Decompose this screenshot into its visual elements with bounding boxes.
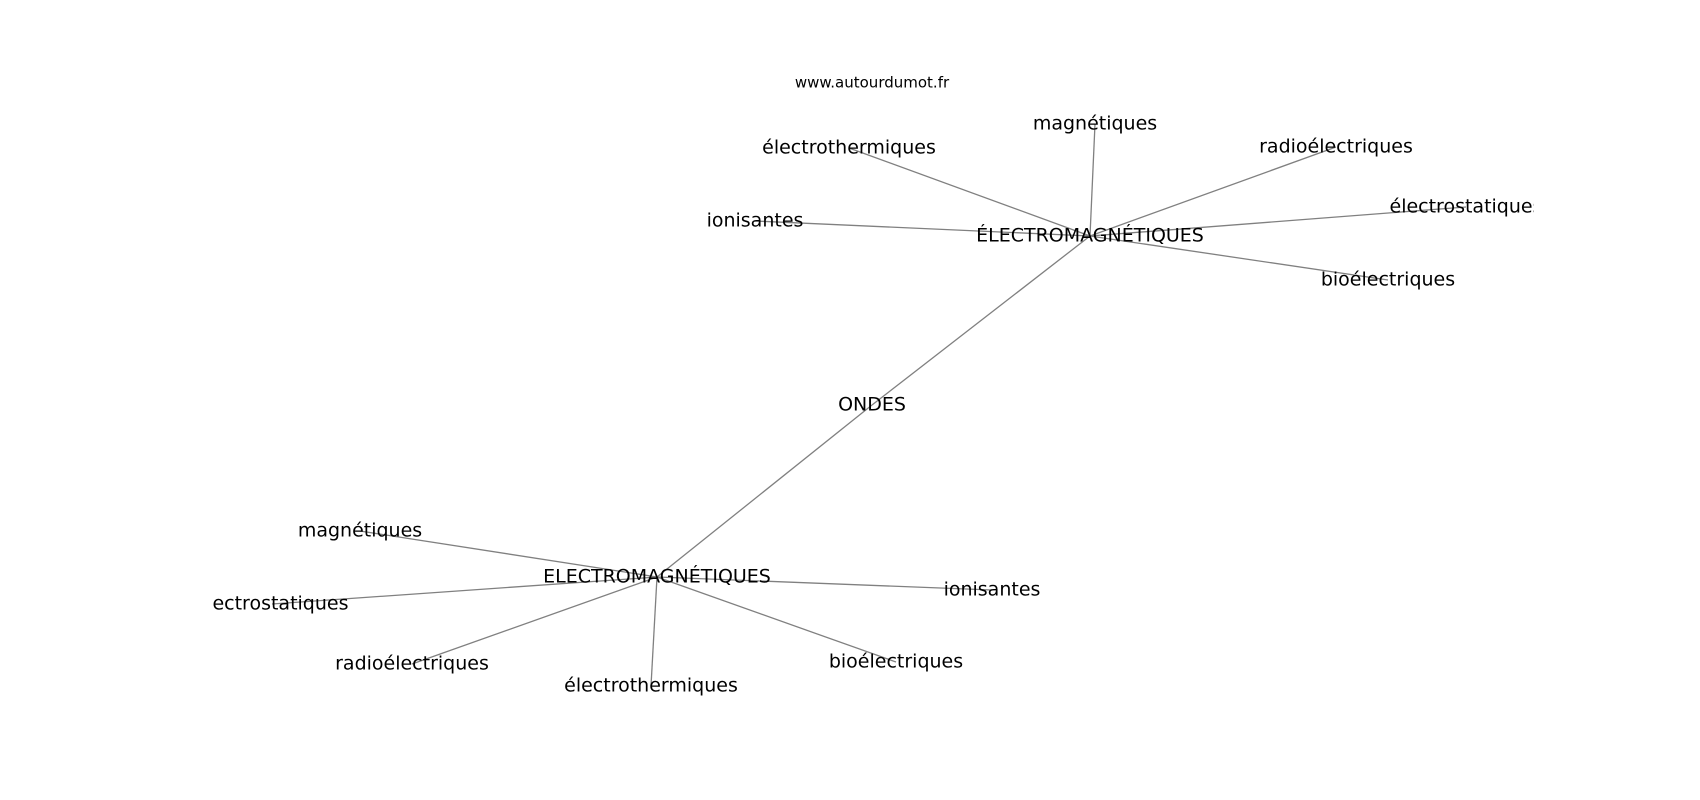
- edge-em2-em2_bioelectriques: [656, 576, 897, 663]
- node-label-em1-electrothermiques: électrothermiques: [762, 137, 936, 159]
- edge-em1-em1_electrostatiques: [1089, 206, 1467, 237]
- node-label-em2-ionisantes: ionisantes: [944, 579, 1041, 601]
- edge-ondes-em1: [871, 235, 1091, 406]
- node-label-em1-magnetiques: magnétiques: [1033, 113, 1157, 135]
- node-label-em2-radioelectriques: radioélectriques: [335, 653, 489, 675]
- node-label-em1-ionisantes: ionisantes: [707, 210, 804, 232]
- node-label-em1: ÉLECTROMAGNÉTIQUES: [976, 224, 1204, 247]
- node-label-em1-electrostatiques: électrostatiques: [1390, 196, 1543, 218]
- node-label-ondes: ONDES: [838, 394, 906, 416]
- edge-em2-em2_ionisantes: [656, 576, 993, 591]
- edge-em1-em1_electrothermiques: [848, 147, 1091, 237]
- edge-em2-em2_electrostatiques: [271, 576, 658, 605]
- edge-em2-em2_electrothermiques: [650, 576, 658, 687]
- node-label-em2-electrostatiques: électrostatiques: [196, 593, 349, 615]
- graph-plot-area: ONDES ÉLECTROMAGNÉTIQUES magnétiques électr…: [196, 113, 1543, 697]
- edge-ondes-em2: [656, 404, 873, 578]
- edge-em2-em2_radioelectriques: [411, 576, 658, 665]
- graph-nodes: ONDES ÉLECTROMAGNÉTIQUES magnétiques électr…: [196, 113, 1543, 697]
- edge-em1-em1_ionisantes: [754, 220, 1091, 237]
- node-label-em1-radioelectriques: radioélectriques: [1259, 136, 1413, 158]
- node-label-em2-electrothermiques: électrothermiques: [564, 675, 738, 697]
- node-label-em2-bioelectriques: bioélectriques: [829, 651, 963, 673]
- watermark-text: www.autourdumot.fr: [795, 74, 950, 92]
- node-label-em2: ELECTROMAGNÉTIQUES: [543, 565, 771, 588]
- node-label-em1-bioelectriques: bioélectriques: [1321, 269, 1455, 291]
- edge-em1-em1_magnetiques: [1089, 123, 1096, 237]
- node-label-em2-magnetiques: magnétiques: [298, 520, 422, 542]
- edge-em2-em2_magnetiques: [359, 530, 658, 578]
- edge-em1-em1_radioelectriques: [1089, 146, 1337, 237]
- graph-edges: [271, 123, 1467, 687]
- edge-em1-em1_bioelectriques: [1089, 235, 1389, 281]
